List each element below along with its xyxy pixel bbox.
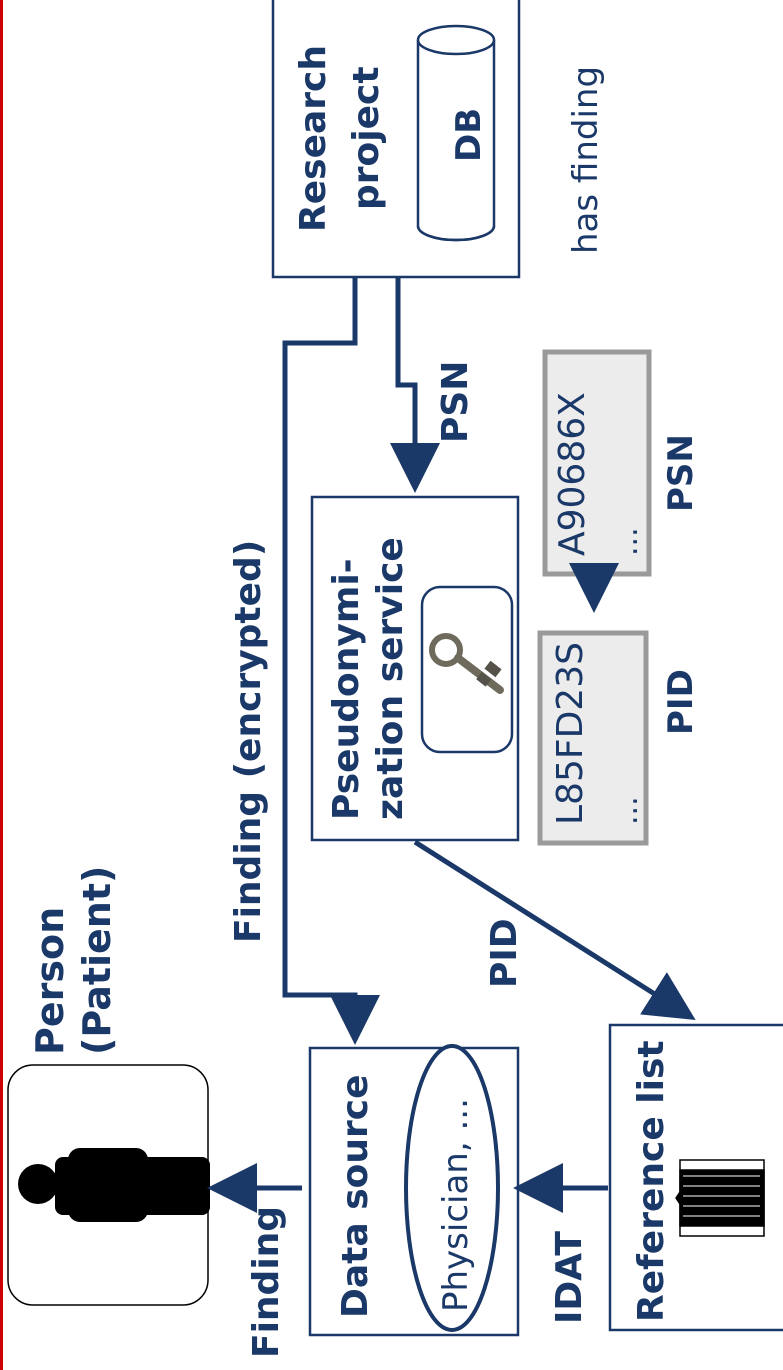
data-source-node: Data source Physician, ... xyxy=(310,1046,518,1335)
psn-table: A90686X ... PSN xyxy=(545,352,701,574)
pid-table-caption: PID xyxy=(661,669,701,735)
physician-label: Physician, ... xyxy=(436,1098,476,1312)
psn-table-more: ... xyxy=(610,527,645,556)
reference-list-node: Reference list xyxy=(610,1025,783,1330)
pid-table-value: L85FD23S xyxy=(550,642,591,825)
pseudonymization-label-line2: zation service xyxy=(370,537,411,820)
pseudonymization-node: Pseudonymi- zation service xyxy=(312,497,518,840)
data-source-label: Data source xyxy=(335,1074,376,1318)
pseudonymization-label-line1: Pseudonymi- xyxy=(326,558,367,820)
has-finding-label: has finding xyxy=(566,66,606,254)
research-project-node: Research project DB xyxy=(273,0,519,277)
research-project-label-line1: Research xyxy=(293,45,334,232)
left-border-line xyxy=(0,0,3,1370)
edge-pid-label: PID xyxy=(484,918,525,988)
reference-list-label: Reference list xyxy=(631,1040,672,1322)
books-icon xyxy=(676,1160,764,1236)
person-node: Person (Patient) xyxy=(8,866,210,1305)
psn-table-value: A90686X xyxy=(552,392,593,556)
pid-table: L85FD23S ... PID xyxy=(540,633,701,843)
research-project-label-line2: project xyxy=(346,66,387,210)
edge-finding-label: Finding xyxy=(246,1206,287,1358)
pid-table-more: ... xyxy=(610,796,645,825)
psn-table-caption: PSN xyxy=(661,434,701,512)
person-label-line1: Person xyxy=(28,907,72,1055)
edge-idat-label: IDAT xyxy=(549,1231,590,1324)
edge-finding-encrypted-label: Finding (encrypted) xyxy=(228,540,269,943)
edge-pid xyxy=(415,842,683,1012)
db-label: DB xyxy=(449,108,489,162)
person-label-line2: (Patient) xyxy=(75,866,119,1055)
edge-psn xyxy=(398,278,415,478)
edge-psn-label: PSN xyxy=(435,361,476,443)
